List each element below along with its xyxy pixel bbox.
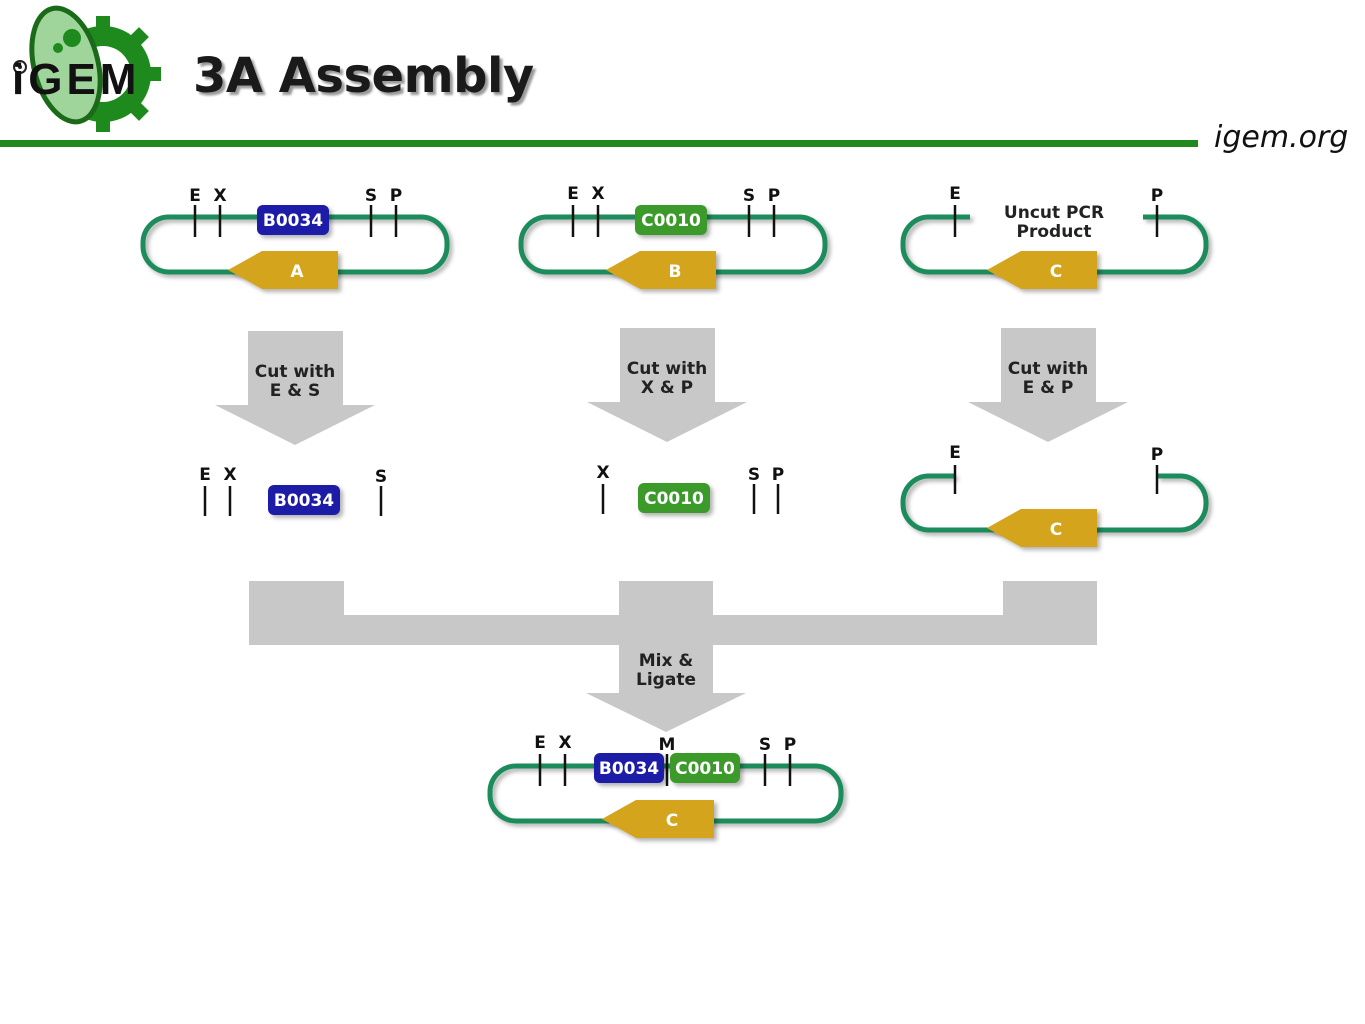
cut-label-line2: E & S (270, 381, 321, 401)
cut-label-line2: E & P (1023, 378, 1074, 398)
pcr-label-line2: Product (1017, 222, 1092, 242)
logo-text: iGEM (12, 55, 140, 104)
site-p: P (784, 735, 796, 755)
site-p: P (1151, 186, 1163, 206)
bacterium-icon (29, 5, 103, 125)
insert-label: A (290, 262, 304, 282)
site-x: X (596, 463, 609, 483)
insert-label: C (1050, 262, 1062, 282)
cut-label-line2: X & P (641, 378, 693, 398)
part-label: C0010 (641, 211, 701, 231)
site-x: X (591, 184, 604, 204)
site-e: E (189, 186, 201, 206)
site-url: igem.org (1214, 120, 1349, 155)
site-e: E (534, 733, 546, 753)
plasmid-b: E X S P C0010 B (518, 184, 828, 289)
product-plasmid: E X M S P B0034 C0010 C (487, 733, 844, 838)
plasmid-a: E X S P B0034 A (140, 186, 450, 289)
cut-label-line1: Cut with (1008, 359, 1088, 379)
site-p: P (390, 186, 402, 206)
cut-label-line1: Cut with (627, 359, 707, 379)
mix-label-line1: Mix & (639, 651, 694, 671)
site-s: S (743, 186, 755, 206)
cut-label-line1: Cut with (255, 362, 335, 382)
insert-label: C (1050, 520, 1062, 540)
igem-logo: iGEM (12, 5, 161, 132)
mix-ligate-arrow: Mix & Ligate (249, 581, 1097, 732)
site-e: E (949, 443, 961, 463)
part-label: C0010 (644, 489, 704, 509)
part2-label: C0010 (675, 759, 735, 779)
page-title: 3A Assembly (193, 48, 534, 104)
site-s: S (375, 467, 387, 487)
site-e: E (949, 184, 961, 204)
site-m: M (659, 735, 676, 755)
site-s: S (759, 735, 771, 755)
site-e: E (199, 465, 211, 485)
cut-arrow-a: Cut with E & S (215, 331, 375, 445)
site-e: E (567, 184, 579, 204)
part-label: B0034 (274, 491, 334, 511)
fragment-b: X S P C0010 (596, 463, 784, 514)
fragment-a: E X S B0034 (199, 465, 387, 516)
site-p: P (772, 465, 784, 485)
site-x: X (213, 186, 226, 206)
site-p: P (1151, 445, 1163, 465)
fragment-c: E P C (900, 443, 1209, 547)
pcr-label-line1: Uncut PCR (1004, 203, 1104, 223)
title-rule (0, 140, 1198, 147)
site-p: P (768, 186, 780, 206)
cut-arrow-c: Cut with E & P (968, 328, 1128, 442)
site-s: S (365, 186, 377, 206)
insert-label: B (669, 262, 682, 282)
site-s: S (748, 465, 760, 485)
part1-label: B0034 (599, 759, 659, 779)
part-label: B0034 (263, 211, 323, 231)
pcr-product-c: E P Uncut PCR Product C (900, 184, 1209, 289)
site-x: X (223, 465, 236, 485)
mix-label-line2: Ligate (636, 670, 696, 690)
site-x: X (558, 733, 571, 753)
small-gear-icon (13, 60, 27, 74)
cut-arrow-b: Cut with X & P (587, 328, 747, 442)
insert-label: C (666, 811, 678, 831)
